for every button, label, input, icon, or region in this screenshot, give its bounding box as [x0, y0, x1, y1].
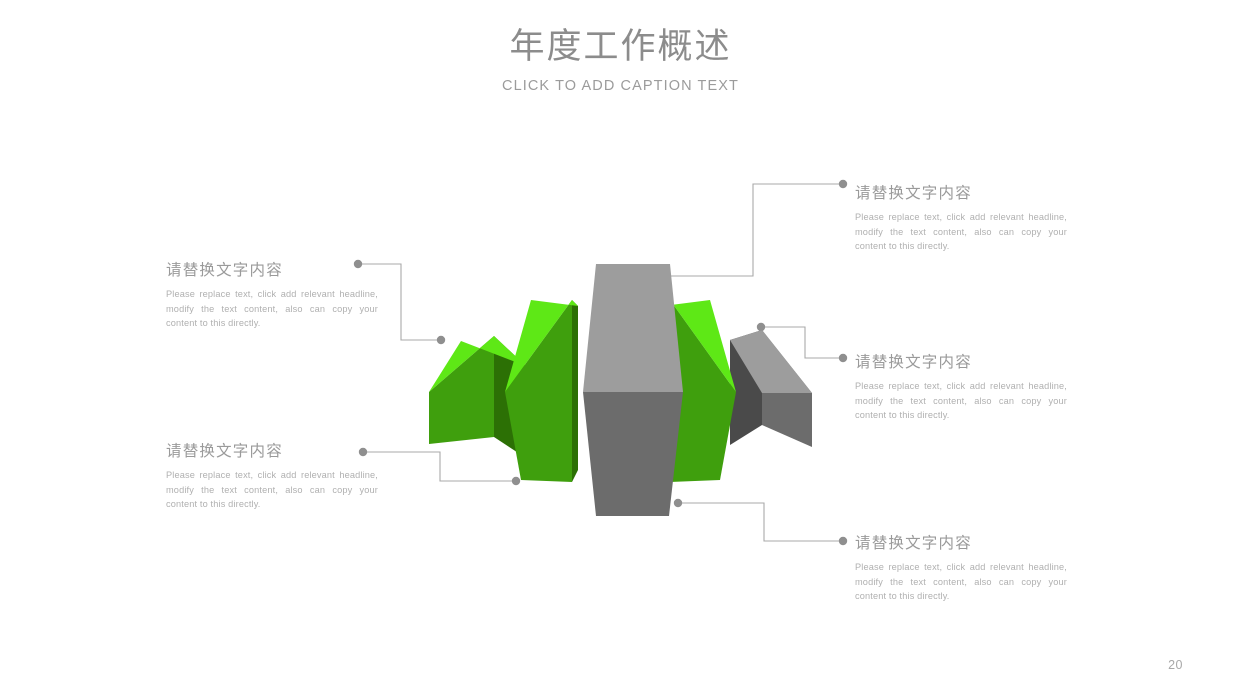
callout-left-top: 请替换文字内容 Please replace text, click add r…	[166, 258, 378, 331]
connector-dot-right-bottom-bar	[673, 498, 683, 508]
callout-right-bottom: 请替换文字内容 Please replace text, click add r…	[855, 531, 1067, 604]
callout-left-bottom-title: 请替换文字内容	[166, 442, 283, 460]
bar-block-4-front	[670, 300, 736, 482]
bar-block-3-top	[583, 264, 683, 392]
bar-block-5-front	[762, 330, 812, 447]
bar-block-1-top	[429, 336, 526, 392]
connector-right-mid	[762, 326, 841, 359]
callout-left-top-body: Please replace text, click add relevant …	[166, 289, 378, 329]
bar-block-4-side	[663, 300, 670, 482]
bar-block-3	[583, 264, 683, 516]
bar-block-4-top	[663, 300, 736, 392]
bar-block-2	[505, 300, 578, 482]
connector-dot-left-top-bar	[436, 335, 446, 345]
bar-block-1-front	[429, 336, 494, 444]
connector-dot-right-bottom-text	[838, 536, 848, 546]
connector-right-bottom	[679, 502, 841, 542]
callout-left-bottom: 请替换文字内容 Please replace text, click add r…	[166, 439, 378, 512]
bar-block-1-side	[494, 336, 526, 458]
bar-block-2-top	[505, 300, 578, 392]
callout-right-bottom-title: 请替换文字内容	[855, 534, 972, 552]
callout-left-top-title: 请替换文字内容	[166, 261, 283, 279]
bar-block-2-side	[572, 300, 578, 482]
callout-right-bottom-body: Please replace text, click add relevant …	[855, 562, 1067, 602]
page-number: 20	[1168, 658, 1183, 672]
connector-dot-right-mid-text	[838, 353, 848, 363]
callout-left-bottom-body: Please replace text, click add relevant …	[166, 470, 378, 510]
connector-dot-left-bottom-bar	[511, 476, 521, 486]
connector-dot-right-top-text	[838, 179, 848, 189]
callout-right-top: 请替换文字内容 Please replace text, click add r…	[855, 181, 1067, 254]
callout-right-top-body: Please replace text, click add relevant …	[855, 212, 1067, 252]
bar-block-1	[429, 336, 526, 458]
bar-block-4	[663, 300, 736, 482]
connector-lines	[360, 183, 841, 542]
connector-dots	[353, 179, 848, 546]
connector-right-top	[659, 183, 841, 277]
page-subtitle: CLICK TO ADD CAPTION TEXT	[502, 77, 739, 94]
callout-right-middle-title: 请替换文字内容	[855, 353, 972, 371]
slide-header: 年度工作概述 CLICK TO ADD CAPTION TEXT	[0, 26, 1241, 94]
callout-right-middle: 请替换文字内容 Please replace text, click add r…	[855, 350, 1067, 423]
bar-block-3-front	[583, 392, 683, 516]
connector-dot-right-mid-bar	[756, 322, 766, 332]
bar-block-5-top	[730, 330, 812, 393]
page-title: 年度工作概述	[509, 27, 732, 67]
bar-block-2-front	[505, 300, 572, 482]
connector-dot-right-top-bar	[653, 271, 663, 281]
callout-right-top-title: 请替换文字内容	[855, 184, 972, 202]
bar-block-5-side	[730, 330, 762, 445]
connector-left-bottom	[365, 451, 514, 482]
callout-right-middle-body: Please replace text, click add relevant …	[855, 381, 1067, 421]
bar-block-5	[730, 330, 812, 447]
